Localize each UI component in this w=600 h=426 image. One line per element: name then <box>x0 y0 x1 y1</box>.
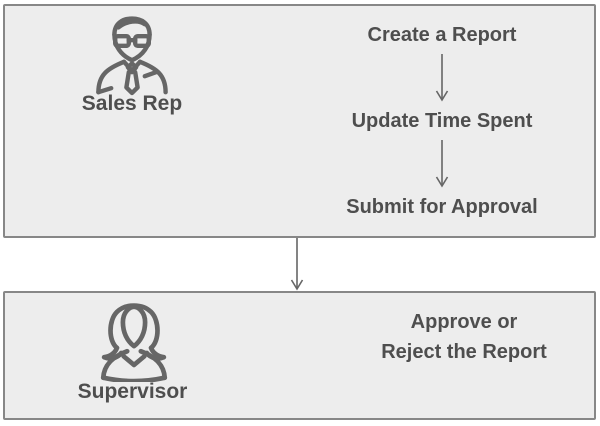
step-approve-reject-line1: Approve or <box>410 311 518 333</box>
lane-supervisor: Supervisor Approve or Reject the Report <box>3 291 596 420</box>
lane-connector-arrow-icon <box>290 238 304 291</box>
step-approve-reject-line2: Reject the Report <box>381 341 547 363</box>
actor-label-supervisor: Supervisor <box>77 380 188 403</box>
lane-sales-rep: Sales Rep Create a Report Update Time Sp… <box>3 4 596 238</box>
sales-rep-steps: Create a Report Update Time Spent Submit… <box>302 6 582 236</box>
down-arrow-icon <box>435 140 449 188</box>
down-arrow-icon <box>435 54 449 102</box>
step-update-time: Update Time Spent <box>351 110 533 132</box>
businessman-icon <box>92 15 172 99</box>
step-submit-approval: Submit for Approval <box>346 196 538 218</box>
actor-label-sales-rep: Sales Rep <box>81 92 183 115</box>
step-create-report: Create a Report <box>367 24 517 46</box>
step-approve-reject: Approve or Reject the Report <box>333 307 595 367</box>
businesswoman-icon <box>91 300 177 382</box>
